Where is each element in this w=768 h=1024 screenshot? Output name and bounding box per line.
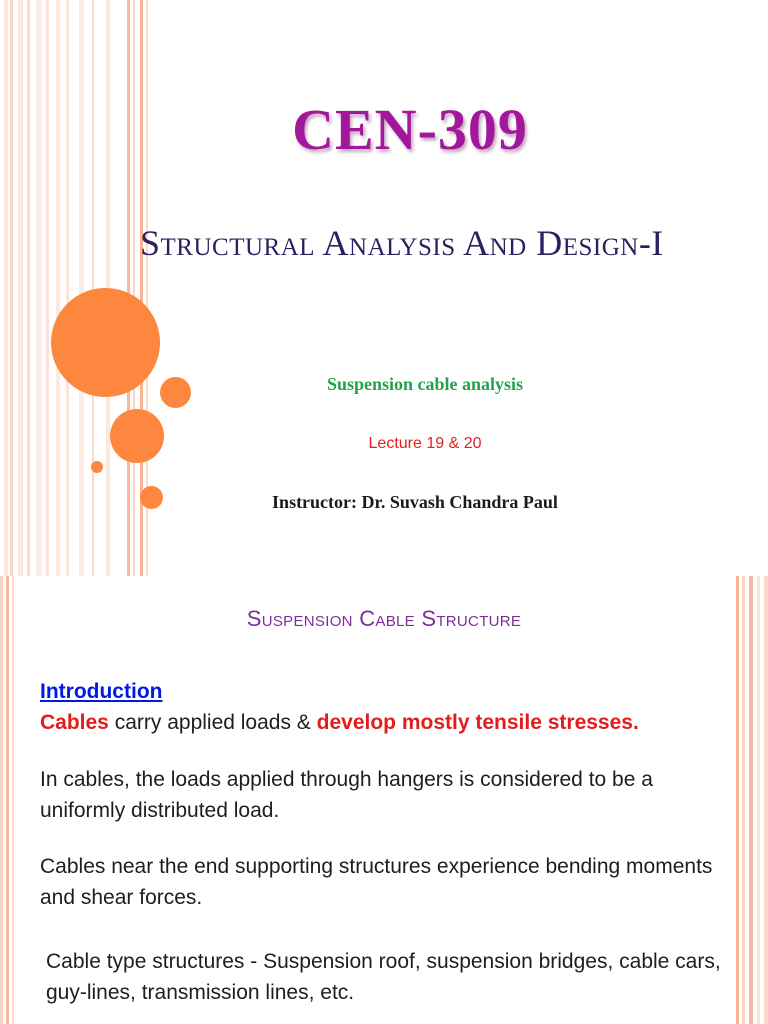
title-slide: CEN-309 Structural Analysis And Design-I… xyxy=(4,0,664,576)
content-slide: Suspension Cable Structure Introduction … xyxy=(0,576,768,1024)
lecture-topic: Suspension cable analysis xyxy=(326,374,524,394)
decorative-stripe xyxy=(4,0,8,576)
decorative-stripe xyxy=(92,0,94,576)
decorative-stripe xyxy=(140,0,143,576)
decorative-stripe xyxy=(79,0,84,576)
intro-block: Introduction Cables carry applied loads … xyxy=(40,676,740,738)
course-code-title: CEN-309 xyxy=(292,97,528,162)
emphasis-tensile: develop mostly tensile stresses. xyxy=(316,711,639,734)
decorative-stripe xyxy=(18,0,23,576)
decorative-circle xyxy=(160,377,191,408)
decorative-circle xyxy=(110,409,164,463)
decorative-stripe xyxy=(0,576,3,1024)
decorative-stripe xyxy=(46,0,49,576)
decorative-stripe xyxy=(36,0,42,576)
lecture-number: Lecture 19 & 20 xyxy=(368,435,482,452)
decorative-stripe xyxy=(27,0,30,576)
decorative-stripe xyxy=(736,576,739,1024)
decorative-stripe xyxy=(127,0,130,576)
instructor-name: Instructor: Dr. Suvash Chandra Paul xyxy=(272,492,558,512)
decorative-circle xyxy=(51,288,160,397)
decorative-stripe xyxy=(6,576,9,1024)
decorative-stripe xyxy=(133,0,135,576)
decorative-stripe xyxy=(146,0,148,576)
decorative-stripe xyxy=(742,576,745,1024)
paragraph-loads: In cables, the loads applied through han… xyxy=(40,768,653,822)
intro-text: carry applied loads & xyxy=(108,711,317,734)
decorative-stripe xyxy=(66,0,69,576)
decorative-circle xyxy=(140,486,163,509)
slide-heading: Suspension Cable Structure xyxy=(246,606,522,631)
decorative-stripe xyxy=(764,576,768,1024)
introduction-link[interactable]: Introduction xyxy=(40,680,163,703)
decorative-circle xyxy=(91,461,103,473)
paragraph-cable-types: Cable type structures - Suspension roof,… xyxy=(46,950,721,1004)
decorative-stripe xyxy=(757,576,760,1024)
course-subtitle: Structural Analysis And Design-I xyxy=(140,223,664,263)
decorative-stripe xyxy=(10,0,13,576)
decorative-stripe xyxy=(12,576,14,1024)
paragraph-bending: Cables near the end supporting structure… xyxy=(40,855,713,909)
decorative-stripe xyxy=(56,0,60,576)
emphasis-cables: Cables xyxy=(40,711,109,734)
decorative-stripe xyxy=(749,576,753,1024)
